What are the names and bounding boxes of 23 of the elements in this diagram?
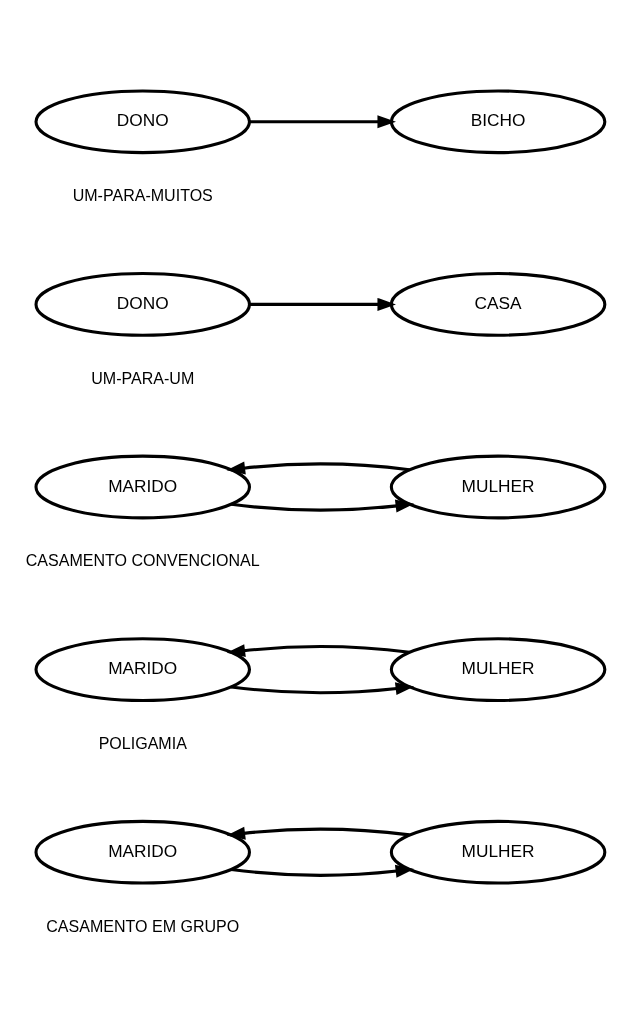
- label: CASAMENTO EM GRUPO: [46, 916, 240, 935]
- arrow: [226, 826, 410, 840]
- label: UM-PARA-UM: [91, 368, 195, 387]
- label: CASAMENTO CONVENCIONAL: [25, 550, 260, 569]
- arrow: [231, 499, 415, 512]
- node-ellipse: MULHER: [389, 454, 607, 519]
- arrow: [226, 461, 410, 474]
- arrow: [226, 643, 410, 657]
- node-ellipse: CASA: [389, 271, 607, 337]
- arrow: [249, 297, 396, 311]
- node-ellipse: DONO: [34, 88, 251, 154]
- node-ellipse: MULHER: [389, 636, 607, 702]
- node-ellipse: DONO: [34, 271, 251, 337]
- arrow: [249, 114, 396, 128]
- node-ellipse: MULHER: [389, 819, 607, 885]
- node-ellipse: MARIDO: [34, 819, 251, 885]
- arrow: [231, 864, 415, 878]
- label: UM-PARA-MUITOS: [72, 185, 213, 204]
- arrow: [231, 681, 415, 695]
- node-ellipse: BICHO: [389, 88, 607, 154]
- node-ellipse: MARIDO: [34, 636, 251, 702]
- node-ellipse: MARIDO: [34, 454, 251, 519]
- label: POLIGAMIA: [98, 733, 187, 752]
